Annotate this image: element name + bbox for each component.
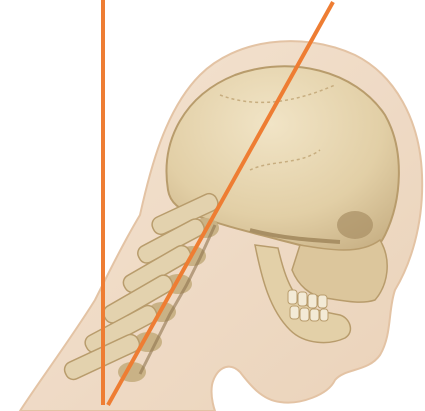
eye-orbit <box>337 211 373 239</box>
